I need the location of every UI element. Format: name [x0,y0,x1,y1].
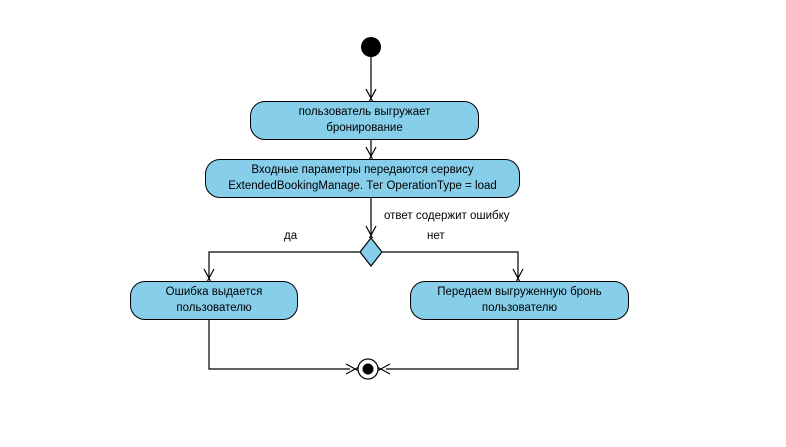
edge-decision-yes-to-activity3 [208,251,360,278]
arrowhead-into-activity2-icon [365,146,377,160]
arrowhead-into-decision-icon [365,225,377,239]
start-node-icon [361,37,381,57]
arrowhead-into-final-left-icon [345,363,359,375]
branch-label-no: нет [427,230,445,242]
arrowhead-into-activity3-icon [203,268,215,282]
activity-node-pass-booking-to-user: Передаем выгруженную бронь пользователю [410,281,629,320]
activity-node-params-passed-to-service: Входные параметры передаются сервису Ext… [205,159,520,198]
arrowhead-into-activity1-icon [365,88,377,102]
activity-node-error-shown-to-user: Ошибка выдается пользователю [130,281,298,320]
arrowhead-into-final-right-icon [377,363,391,375]
edge-activity4-to-final [386,320,519,370]
decision-guard-label: ответ содержит ошибку [384,210,510,222]
arrowhead-into-activity4-icon [512,268,524,282]
branch-label-yes: да [284,230,298,242]
edge-decision-no-to-activity4 [382,251,519,278]
activity-node-user-unloads-booking: пользователь выгружает бронирование [250,101,479,140]
decision-diamond-icon [359,237,383,267]
edge-activity3-to-final [208,320,350,370]
final-node-inner-icon [362,363,374,375]
